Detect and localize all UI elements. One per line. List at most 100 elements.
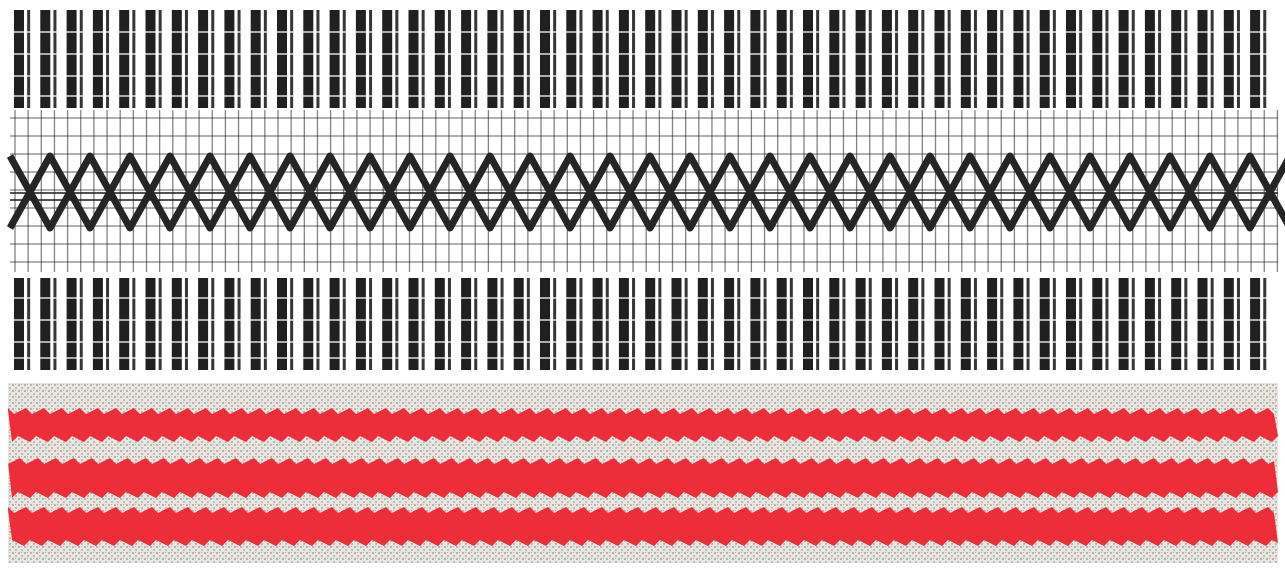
thin-bar	[895, 10, 899, 108]
satin-bar	[618, 278, 629, 370]
thin-bar	[632, 10, 636, 108]
red-stripe	[8, 458, 1278, 498]
thin-bar	[1158, 10, 1162, 108]
satin-bar	[1066, 278, 1076, 370]
thin-bar	[184, 10, 188, 108]
thin-bar	[474, 278, 478, 370]
red-stripe	[8, 408, 1278, 442]
satin-bar	[750, 10, 761, 108]
satin-bar	[934, 10, 945, 108]
thin-bar	[211, 278, 215, 370]
satin-bar	[224, 278, 235, 370]
thin-bar	[737, 10, 741, 108]
satin-bar	[40, 10, 51, 108]
thin-bar	[106, 10, 110, 108]
satin-bar	[461, 10, 472, 108]
thin-bar	[1210, 10, 1214, 108]
satin-bar	[1092, 10, 1103, 108]
thin-bar	[579, 278, 583, 370]
thin-bar	[1105, 278, 1109, 370]
satin-bar	[1171, 10, 1182, 108]
thin-bar	[1026, 10, 1030, 108]
satin-bar	[408, 278, 419, 370]
thin-bar	[684, 278, 688, 370]
thin-bar	[237, 10, 241, 108]
satin-bar	[987, 10, 998, 108]
satin-bar	[1039, 10, 1050, 108]
satin-bar	[355, 278, 366, 370]
satin-bar	[277, 278, 287, 370]
satin-bar	[855, 10, 866, 108]
satin-bar	[92, 10, 103, 108]
satin-bar	[1118, 278, 1129, 370]
thin-bar	[500, 278, 504, 370]
thin-bar	[79, 10, 83, 108]
thin-bar	[605, 10, 609, 108]
satin-bar	[1223, 10, 1234, 108]
thin-bar	[447, 10, 451, 108]
satin-bar	[592, 278, 603, 370]
thin-bar	[1210, 278, 1214, 370]
satin-bar	[329, 278, 340, 370]
satin-bar	[566, 10, 577, 108]
satin-bar	[776, 10, 787, 108]
thin-bar	[132, 10, 136, 108]
satin-bar	[724, 278, 735, 370]
thin-bar	[342, 278, 346, 370]
satin-bar	[1013, 278, 1024, 370]
thin-bar	[1236, 278, 1240, 370]
satin-bar	[145, 278, 156, 370]
thin-bar	[395, 10, 399, 108]
satin-bar	[277, 10, 287, 108]
satin-bar	[434, 278, 445, 370]
satin-bar	[224, 10, 235, 108]
satin-bar	[1013, 10, 1024, 108]
thin-bar	[290, 10, 294, 108]
thin-bar	[973, 10, 977, 108]
satin-bar	[697, 278, 708, 370]
satin-bar	[776, 278, 787, 370]
thin-bar	[737, 278, 741, 370]
satin-bar	[671, 278, 682, 370]
satin-bar	[671, 10, 682, 108]
thin-bar	[342, 10, 346, 108]
thin-bar	[369, 10, 373, 108]
thin-bar	[1263, 10, 1267, 108]
thin-bar	[395, 278, 399, 370]
thin-bar	[553, 278, 557, 370]
thin-bar	[27, 278, 31, 370]
thin-bar	[868, 278, 872, 370]
zigzag-strand	[6, 152, 1285, 232]
red-stripe	[8, 507, 1278, 546]
thin-bar	[710, 10, 714, 108]
satin-bar	[461, 278, 472, 370]
thin-bar	[237, 278, 241, 370]
satin-bar	[303, 278, 314, 370]
thin-bar	[1263, 278, 1267, 370]
thin-bar	[710, 278, 714, 370]
satin-bar	[645, 10, 656, 108]
thin-bar	[605, 278, 609, 370]
thin-bar	[842, 10, 846, 108]
thin-bar	[816, 10, 820, 108]
thin-bar	[763, 10, 767, 108]
thin-bar	[921, 278, 925, 370]
satin-bar	[171, 10, 182, 108]
thin-bar	[658, 278, 662, 370]
thin-bar	[789, 10, 793, 108]
thin-bar	[842, 278, 846, 370]
satin-bar	[1250, 278, 1261, 370]
stitched-fabric-sample	[8, 383, 1278, 563]
satin-bar	[960, 278, 971, 370]
satin-bar	[803, 10, 813, 108]
thin-bar	[290, 278, 294, 370]
thin-bar	[1079, 278, 1083, 370]
thin-bar	[53, 10, 57, 108]
satin-bar	[513, 278, 524, 370]
satin-bar	[1197, 278, 1208, 370]
red-stripes	[8, 408, 1278, 546]
thin-bar	[106, 278, 110, 370]
thin-bar	[158, 10, 162, 108]
thin-bar	[763, 278, 767, 370]
thin-bar	[1184, 10, 1188, 108]
